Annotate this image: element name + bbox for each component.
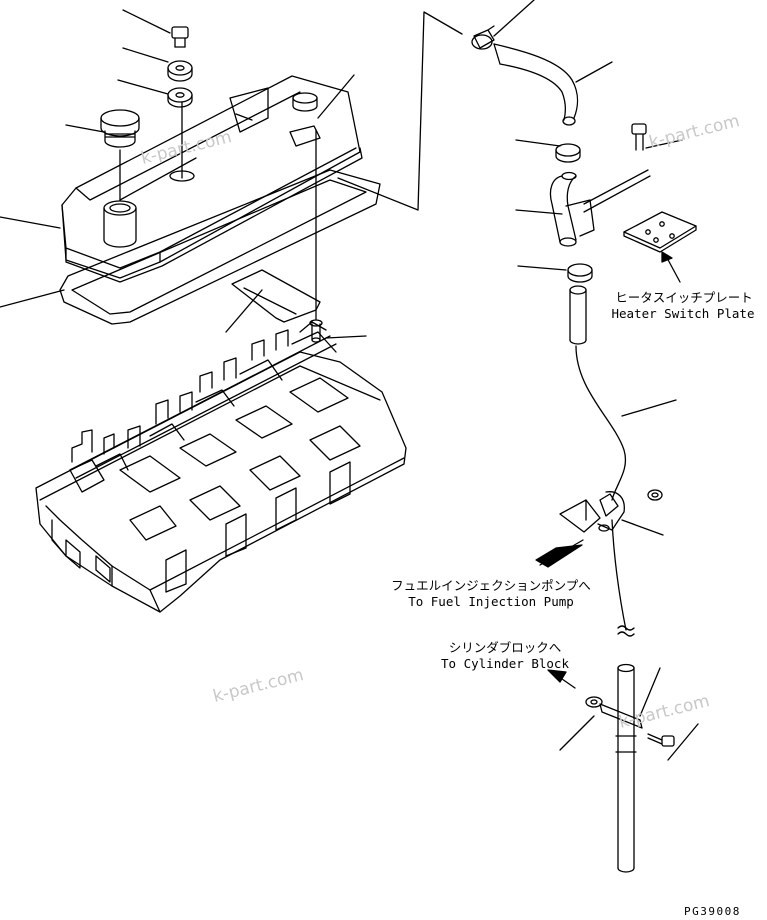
- clip-bracket-icon: [560, 500, 600, 532]
- tube-clamp-icon: [586, 697, 642, 728]
- hose-clamp-middle-icon: [556, 144, 580, 162]
- heater-switch-plate-icon: [624, 212, 696, 282]
- lower-tube-icon: [616, 665, 636, 873]
- hose-clamp-top-icon: [472, 26, 494, 49]
- leader-lines-left: [0, 10, 462, 338]
- stud-bolt-icon: [310, 320, 322, 342]
- drawing-code: PG39008: [684, 905, 741, 918]
- clamp-bolt-icon: [648, 734, 674, 746]
- nut-icon: [648, 490, 662, 500]
- tube-section-icon: [570, 286, 586, 344]
- wire-clip-icon: [598, 492, 624, 531]
- to-fuel-injection-pump-label-en: To Fuel Injection Pump: [408, 594, 574, 609]
- cover-gasket-icon: [60, 170, 380, 324]
- cylinder-head-cover-icon: [62, 76, 362, 282]
- seal-washer-icon: [168, 88, 192, 107]
- oil-filler-cap-icon: [101, 110, 139, 147]
- to-cylinder-block-arrow-icon: [548, 670, 575, 688]
- break-mark-icon: [618, 626, 634, 636]
- leader-lines-right: [494, 0, 698, 760]
- heater-switch-plate-label-en: Heater Switch Plate: [611, 306, 755, 321]
- to-cylinder-block-label-en: To Cylinder Block: [441, 656, 569, 671]
- breather-plate-icon: [232, 270, 320, 322]
- wire-harness-icon: [576, 346, 626, 630]
- to-fuel-injection-pump-label-jp: フュエルインジェクションポンプへ: [391, 578, 591, 593]
- heater-hose-icon: [494, 44, 578, 125]
- cylinder-head-icon: [36, 352, 406, 612]
- washer-icon: [168, 61, 192, 81]
- hose-clamp-lower-icon: [568, 264, 592, 282]
- elbow-pipe-icon: [550, 170, 648, 246]
- heater-switch-plate-label-jp: ヒータスイッチプレート: [615, 290, 753, 305]
- cover-bolt-icon: [172, 27, 188, 47]
- to-fuel-injection-pump-arrow-icon: [536, 545, 582, 567]
- rocker-arm-assembly-icon: [70, 322, 336, 478]
- mounting-bolt-icon: [632, 124, 646, 150]
- to-cylinder-block-label-jp: シリンダブロックへ: [448, 640, 562, 655]
